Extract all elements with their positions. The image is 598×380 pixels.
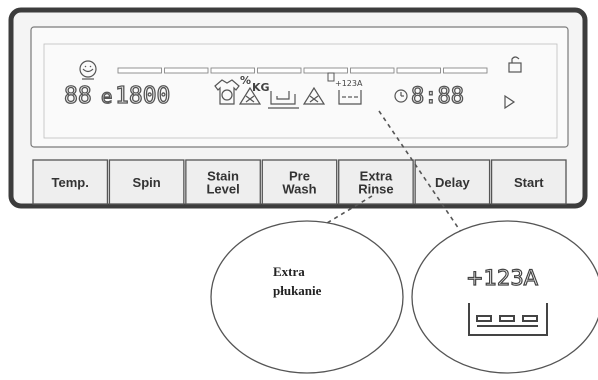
callout-left-ellipse — [210, 220, 404, 374]
display-window — [30, 26, 569, 148]
segment-2 — [164, 67, 209, 74]
stain-warning-triangle-icon — [302, 86, 326, 105]
program-segment-bar — [117, 67, 488, 74]
pre-wash-button-label: Pre — [289, 169, 310, 184]
load-clothes-icon — [214, 79, 240, 105]
play-indicator-icon — [504, 94, 516, 110]
start-button[interactable]: Start — [490, 159, 567, 205]
segment-1 — [117, 67, 162, 74]
display-inner-bezel — [43, 43, 558, 139]
delay-button-label: Delay — [435, 175, 470, 190]
extra-rinse-button-label: Extra — [360, 169, 393, 184]
callout-lines — [316, 110, 464, 236]
start-button-label: Start — [514, 175, 544, 190]
extra-rinse-icon: +123A — [327, 72, 363, 105]
stain-level-button-face[interactable] — [185, 159, 261, 205]
door-lock-icon — [508, 56, 522, 73]
delay-button[interactable]: Delay — [414, 159, 491, 205]
spin-button-face[interactable] — [108, 159, 185, 205]
start-button-face[interactable] — [490, 159, 567, 205]
percent-label: % — [240, 74, 251, 87]
warning-triangle-icon — [238, 86, 262, 105]
extra-rinse-large-icon — [468, 303, 548, 336]
extra-rinse-code-small: +123A — [335, 79, 363, 88]
extra-rinse-button-label: Rinse — [358, 182, 393, 197]
callout-line-left — [316, 195, 373, 230]
spin-speed-digits: 1800 — [115, 83, 170, 109]
callout-right-code: +123A — [466, 266, 539, 290]
temp-button-face[interactable] — [32, 159, 109, 205]
callout-line-right — [378, 110, 464, 236]
segment-4 — [257, 67, 302, 74]
segment-8 — [443, 67, 488, 74]
callout-left-line2: płukanie — [273, 283, 322, 298]
spin-button[interactable]: Spin — [108, 159, 185, 205]
prewash-basin-icon — [268, 91, 299, 109]
segment-7 — [396, 67, 441, 74]
stain-level-button-label: Level — [206, 182, 239, 197]
stain-level-button-label: Stain — [207, 169, 239, 184]
delay-button-face[interactable] — [414, 159, 491, 205]
delay-clock-icon — [394, 89, 408, 103]
stain-face-icon — [79, 60, 97, 80]
extra-rinse-button-face[interactable] — [338, 159, 414, 205]
pre-wash-button-face[interactable] — [261, 159, 338, 205]
segment-3 — [210, 67, 255, 74]
callout-left-line1: Extra — [273, 264, 305, 279]
delay-time-digits: 8:88 — [411, 84, 464, 109]
pre-wash-button-label: Wash — [282, 182, 316, 197]
callout-left: Extra płukanie — [210, 220, 404, 374]
temp-button-label: Temp. — [52, 175, 89, 190]
temp-button[interactable]: Temp. — [32, 159, 109, 205]
segment-6 — [350, 67, 395, 74]
temperature-digits: 88 — [64, 83, 92, 109]
segment-5 — [303, 67, 348, 74]
callout-right: +123A — [411, 220, 598, 374]
spin-symbol-icon: e — [101, 86, 112, 108]
lcd-display: 88 e 1800 % KG — [63, 56, 522, 110]
kg-label: KG — [252, 81, 270, 94]
callout-right-ellipse — [411, 220, 598, 374]
spin-button-label: Spin — [133, 175, 161, 190]
